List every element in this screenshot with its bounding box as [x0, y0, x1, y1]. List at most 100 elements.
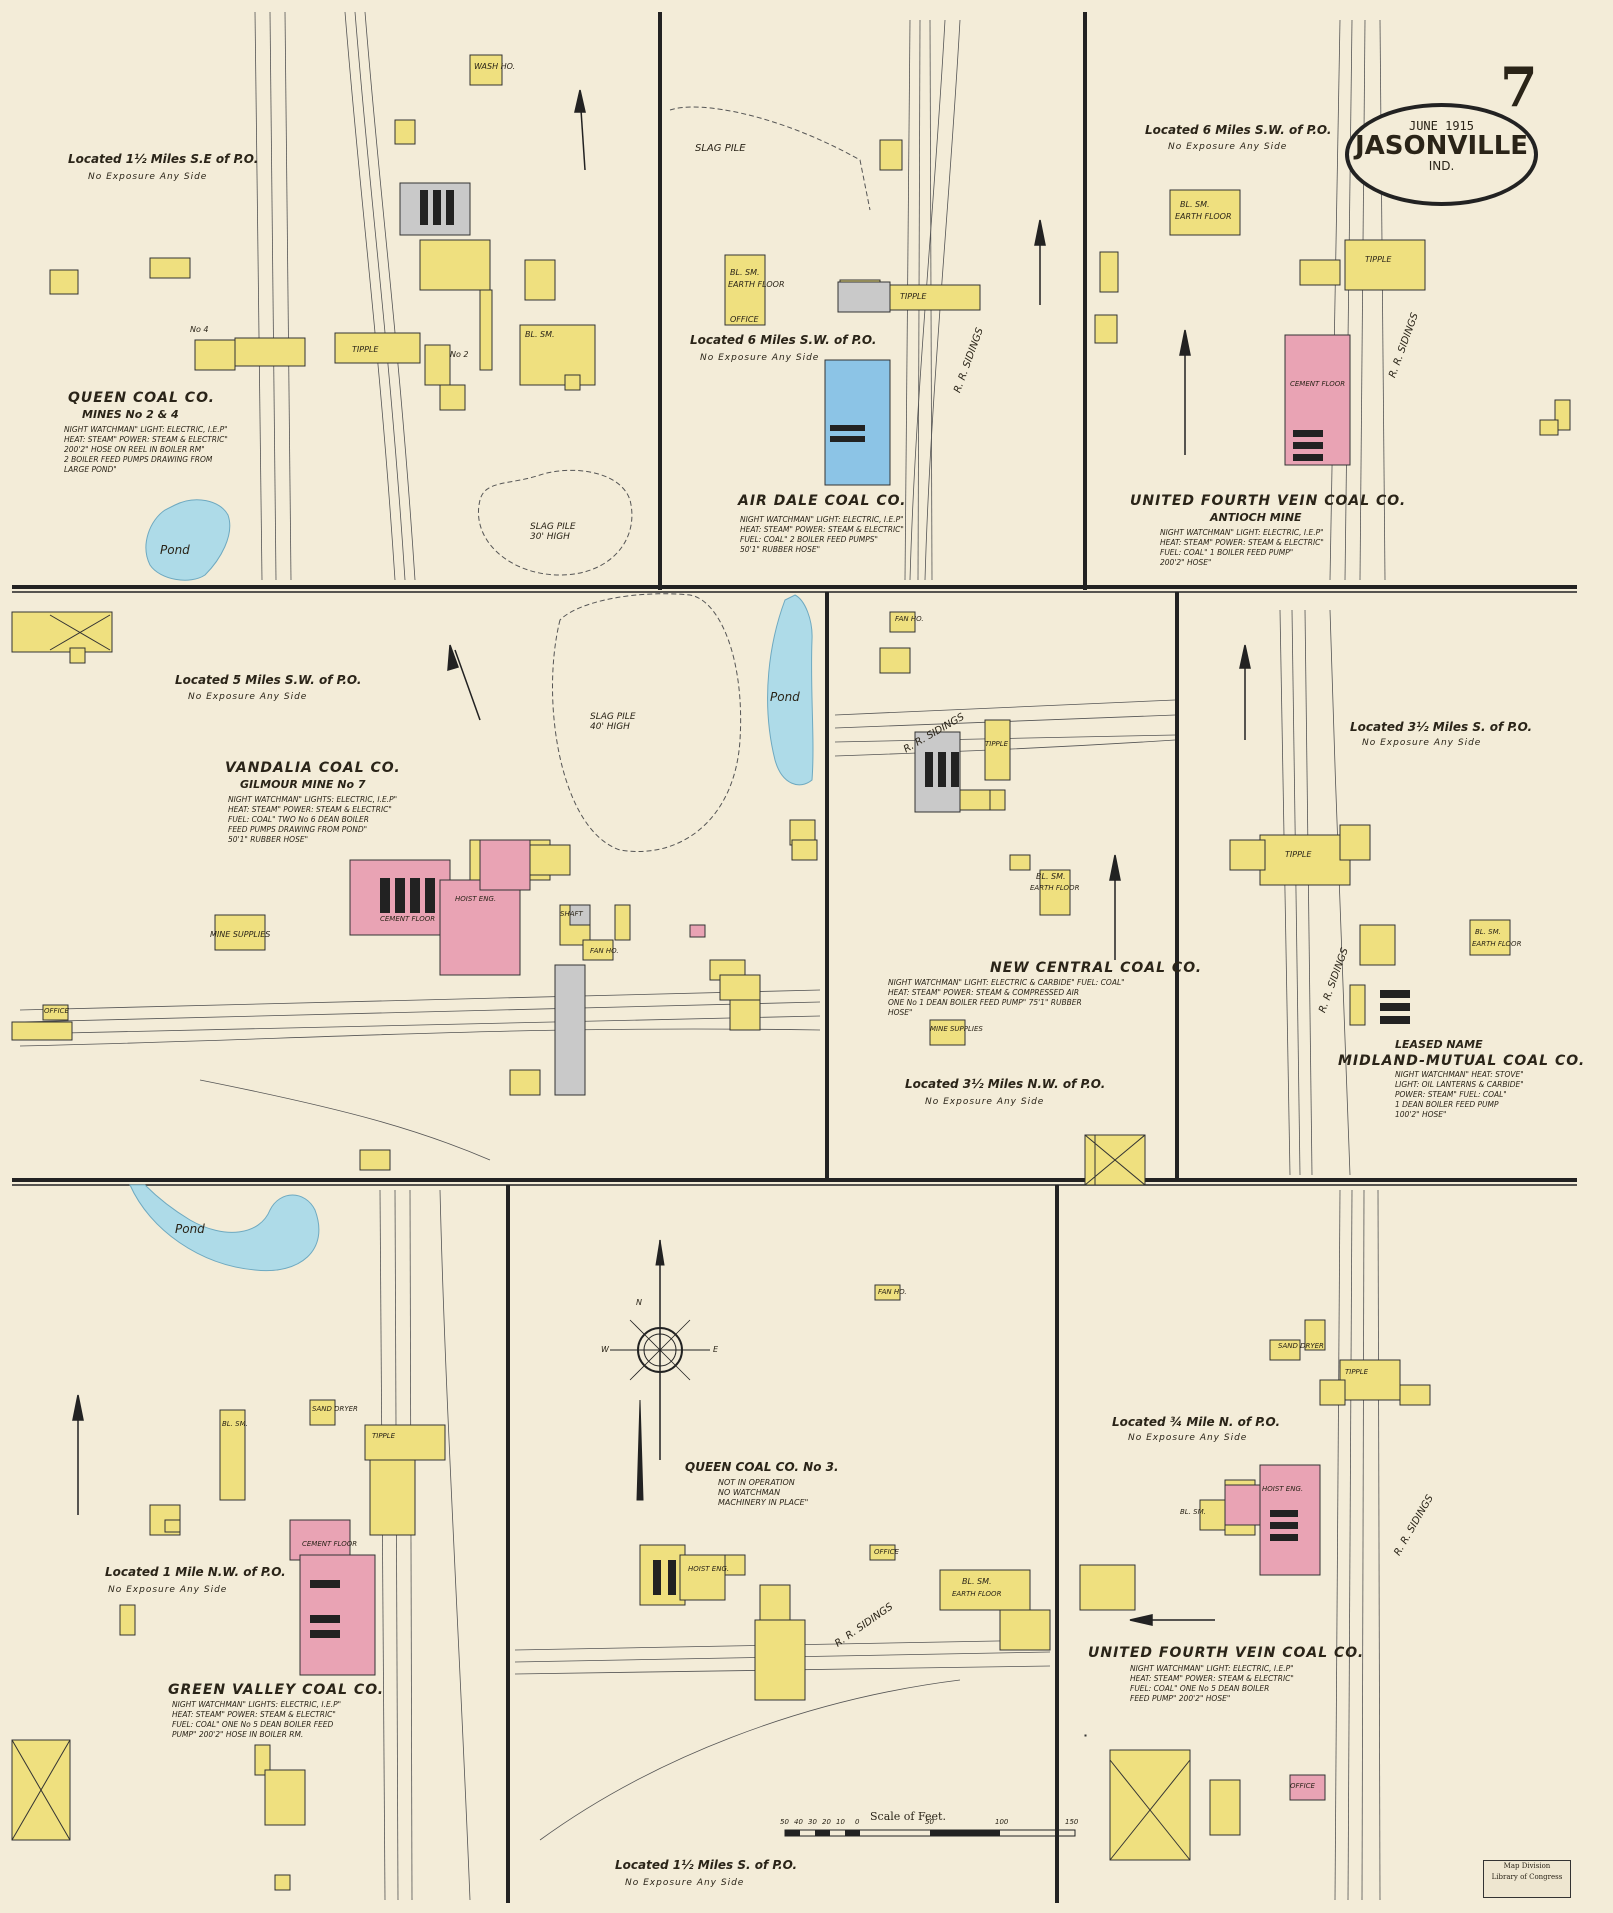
sheet-number: 7 [1500, 55, 1538, 119]
queen3-fan-label: FAN HO. [878, 1288, 907, 1296]
state-name: IND. [1428, 159, 1455, 173]
wash-house-label: WASH HO. [474, 62, 516, 71]
vandalia-mine-supplies-label: MINE SUPPLIES [210, 930, 271, 939]
midland-tipple-label: TIPPLE [1285, 850, 1312, 859]
greenvalley-company: GREEN VALLEY COAL CO. [168, 1682, 385, 1698]
newcentral-location: Located 3½ Miles N.W. of P.O. [905, 1077, 1106, 1091]
vandalia-subtitle: GILMOUR MINE No 7 [240, 778, 366, 791]
queen24-details: NIGHT WATCHMAN" LIGHT: ELECTRIC, I.E.P" … [64, 425, 228, 474]
scale-tick-150: 150 [1065, 1818, 1079, 1826]
queen24-company: QUEEN COAL CO. [68, 390, 215, 406]
queen3-boilerhouse-label: BL. SM. [962, 1577, 992, 1586]
vandalia-pond-label: Pond [770, 690, 800, 704]
vandalia-company: VANDALIA COAL CO. [225, 760, 401, 776]
midland-details: NIGHT WATCHMAN" HEAT: STOVE" LIGHT: OIL … [1395, 1070, 1524, 1119]
queen24-mine2-label: No 2 [450, 350, 469, 359]
queen24-location: Located 1½ Miles S.E of P.O. [68, 152, 259, 166]
scale-tick-30: 30 [808, 1818, 817, 1826]
newcentral-company: NEW CENTRAL COAL CO. [990, 960, 1203, 976]
greenvalley-tipple-label: TIPPLE [372, 1432, 396, 1440]
airdale-company: AIR DALE COAL CO. [738, 493, 907, 509]
midland-leased-label: LEASED NAME [1395, 1038, 1483, 1051]
compass-rose [610, 1239, 710, 1501]
town-name: JASONVILLE [1354, 131, 1529, 161]
slag-pile-outlines [478, 106, 871, 852]
midland-boilerhouse-label: BL. SM. [1475, 928, 1501, 936]
queen3-details: NOT IN OPERATION NO WATCHMAN MACHINERY I… [718, 1478, 809, 1507]
antioch-boilerhouse-label: BL. SM. [1180, 200, 1210, 209]
newcentral-mine-supplies-label: MINE SUPPLIES [930, 1025, 983, 1033]
vandalia-exposure: No Exposure Any Side [188, 692, 308, 702]
newcentral-details: NIGHT WATCHMAN" LIGHT: ELECTRIC & CARBID… [888, 978, 1125, 1017]
compass-east: E [713, 1345, 719, 1354]
north-arrows [72, 89, 1251, 1626]
ufvnorth-exposure: No Exposure Any Side [1128, 1433, 1248, 1443]
vandalia-location: Located 5 Miles S.W. of P.O. [175, 673, 362, 687]
airdale-boilerhouse-label: BL. SM. [730, 268, 760, 277]
greenvalley-pond-label: Pond [175, 1222, 205, 1236]
compass-north: N [636, 1298, 642, 1307]
ufvnorth-hoist-label: HOIST ENG. [1262, 1485, 1304, 1493]
midland-exposure: No Exposure Any Side [1362, 738, 1482, 748]
airdale-office-label: OFFICE [730, 315, 759, 324]
newcentral-tipple-label: TIPPLE [985, 740, 1009, 748]
vandalia-hoist-label: HOIST ENG. [455, 895, 497, 903]
scale-tick-100: 100 [995, 1818, 1009, 1826]
vandalia-office-label: OFFICE [44, 1007, 69, 1015]
library-stamp: Map Division Library of Congress [1483, 1860, 1571, 1898]
panel-frames [12, 12, 1577, 1903]
ufvnorth-sand-dryer-label: SAND DRYER [1278, 1342, 1324, 1350]
scale-tick-20: 20 [822, 1818, 831, 1826]
queen24-slag-label: SLAG PILE 30' HIGH [530, 522, 576, 542]
queen3-office-label: OFFICE [874, 1548, 899, 1556]
ufvnorth-location: Located ¾ Mile N. of P.O. [1112, 1415, 1281, 1429]
antioch-subtitle: ANTIOCH MINE [1210, 511, 1302, 524]
stamp-line-1: Map Division [1503, 1862, 1551, 1870]
antioch-tipple-label: TIPPLE [1365, 255, 1392, 264]
queen24-subtitle: MINES No 2 & 4 [82, 408, 179, 421]
antioch-cement-floor-label: CEMENT FLOOR [1290, 380, 1346, 388]
airdale-slag-label: SLAG PILE [695, 143, 746, 154]
compass-west: W [601, 1345, 609, 1354]
newcentral-boilerhouse-label: BL. SM. [1036, 872, 1066, 881]
stamp-line-2: Library of Congress [1491, 1873, 1563, 1881]
airdale-earth-floor-label: EARTH FLOOR [728, 280, 785, 289]
ufvnorth-tipple-label: TIPPLE [1345, 1368, 1369, 1376]
vandalia-cement-floor-label: CEMENT FLOOR [380, 915, 436, 923]
ufvnorth-details: NIGHT WATCHMAN" LIGHT: ELECTRIC, I.E.P" … [1130, 1664, 1294, 1703]
antioch-earth-floor-label: EARTH FLOOR [1175, 212, 1232, 221]
vandalia-slag-label: SLAG PILE 40' HIGH [590, 712, 636, 732]
queen24-pond-label: Pond [160, 543, 190, 557]
queen3-hoist-label: HOIST ENG. [688, 1565, 730, 1573]
midland-location: Located 3½ Miles S. of P.O. [1350, 720, 1533, 734]
vandalia-details: NIGHT WATCHMAN" LIGHTS: ELECTRIC, I.E.P"… [228, 795, 398, 844]
scale-tick-40: 40 [794, 1818, 803, 1826]
airdale-exposure: No Exposure Any Side [700, 353, 820, 363]
corner-plots [11, 614, 1191, 1861]
airdale-details: NIGHT WATCHMAN" LIGHT: ELECTRIC, I.E.P" … [740, 515, 904, 554]
queen24-exposure: No Exposure Any Side [88, 172, 208, 182]
airdale-location: Located 6 Miles S.W. of P.O. [690, 333, 877, 347]
scale-tick-10: 10 [836, 1818, 845, 1826]
queen24-tipple-label: TIPPLE [352, 345, 379, 354]
scale-tick-50b: 50 [925, 1818, 934, 1826]
boiler-symbols [310, 190, 1410, 1638]
airdale-tipple-label: TIPPLE [900, 292, 927, 301]
antioch-exposure: No Exposure Any Side [1168, 142, 1288, 152]
scale-tick-0: 0 [855, 1818, 860, 1826]
newcentral-exposure: No Exposure Any Side [925, 1097, 1045, 1107]
greenvalley-exposure: No Exposure Any Side [108, 1585, 228, 1595]
antioch-location: Located 6 Miles S.W. of P.O. [1145, 123, 1332, 137]
queen24-mine4-label: No 4 [190, 325, 209, 334]
map-date: JUNE 1915 [1408, 119, 1475, 133]
queen24-boilerhouse-label: BL. SM. [525, 330, 555, 339]
stone-buildings [824, 359, 891, 486]
scale-bar [784, 1829, 1076, 1837]
midland-earth-floor-label: EARTH FLOOR [1472, 940, 1522, 948]
greenvalley-location: Located 1 Mile N.W. of P.O. [105, 1565, 286, 1579]
queen3-company: QUEEN COAL CO. No 3. [685, 1460, 839, 1474]
railroad-sidings [19, 11, 1386, 1901]
title-cartouche: JUNE 1915 JASONVILLE IND. [1345, 103, 1538, 206]
vandalia-shaft-label: SHAFT [560, 910, 583, 918]
